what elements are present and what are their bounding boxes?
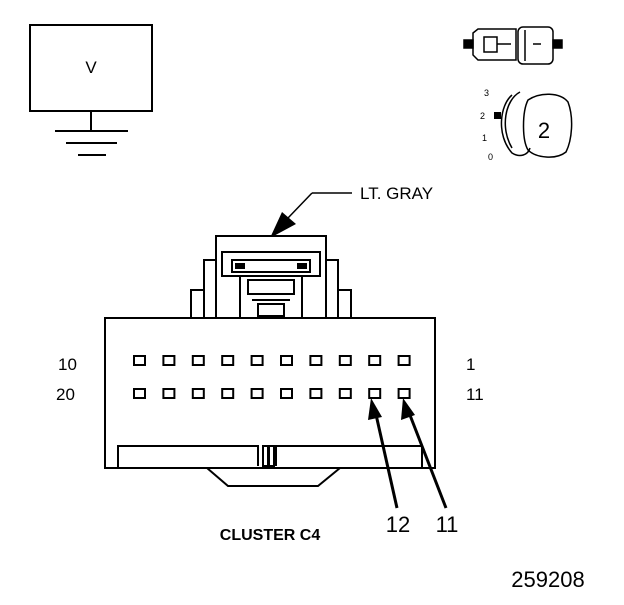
connector-name: CLUSTER C4 (220, 527, 321, 544)
pin-cavity-10 (133, 355, 146, 366)
pin-cavity-13 (338, 388, 352, 399)
pin-cavity-4 (309, 355, 323, 366)
pin-cavity-15 (280, 388, 293, 399)
connector-color-label: LT. GRAY (360, 184, 433, 203)
connector-latch (190, 235, 352, 319)
key-number-0: 0 (488, 152, 493, 162)
key-marker (494, 112, 501, 119)
pin-cavity-6 (250, 355, 264, 366)
pin-cavity-19 (162, 388, 176, 399)
pin-cavity-11 (397, 388, 411, 399)
callout-11: 11 (436, 512, 459, 537)
callout-arrows (373, 409, 448, 509)
callout-line-12 (373, 409, 399, 509)
color-leader (287, 192, 352, 219)
pin-cavity-1 (397, 355, 411, 366)
pin-cavity-8 (191, 355, 205, 366)
pin-cavity-9 (162, 355, 176, 366)
key-selected-number: 2 (538, 118, 550, 143)
key-number-3: 3 (484, 88, 489, 98)
pin-cavity-18 (191, 388, 205, 399)
pin-cavity-12 (368, 388, 382, 399)
pin-cavity-7 (221, 355, 235, 366)
pin-rows (133, 355, 411, 399)
pin-cavity-14 (309, 388, 323, 399)
pin-label-10: 10 (58, 355, 77, 374)
callout-12: 12 (386, 512, 410, 537)
key-number-2: 2 (480, 111, 485, 121)
pin-cavity-5 (280, 355, 293, 366)
pin-cavity-17 (221, 388, 235, 399)
voltmeter (29, 24, 153, 156)
voltmeter-symbol: V (85, 58, 97, 77)
callout-arrowhead-11 (401, 398, 415, 420)
pin-label-11: 11 (466, 385, 484, 404)
pin-cavity-20 (133, 388, 146, 399)
right-pin-stub (552, 39, 563, 49)
pin-label-20: 20 (56, 385, 75, 404)
pin-cavity-16 (250, 388, 264, 399)
left-pin-stub (463, 39, 474, 49)
connector-keyway (117, 445, 423, 487)
callout-line-11 (406, 409, 448, 509)
pin-label-1: 1 (466, 355, 475, 374)
connector-side-icon (463, 26, 563, 65)
figure-number: 259208 (511, 567, 584, 592)
color-leader-arrowhead (270, 212, 296, 238)
key-icon (494, 91, 573, 158)
pin-cavity-3 (338, 355, 352, 366)
callout-arrowhead-12 (368, 398, 382, 420)
pin-cavity-2 (368, 355, 382, 366)
key-number-1: 1 (482, 133, 487, 143)
connector-body (104, 317, 436, 469)
view-icon (463, 26, 573, 158)
